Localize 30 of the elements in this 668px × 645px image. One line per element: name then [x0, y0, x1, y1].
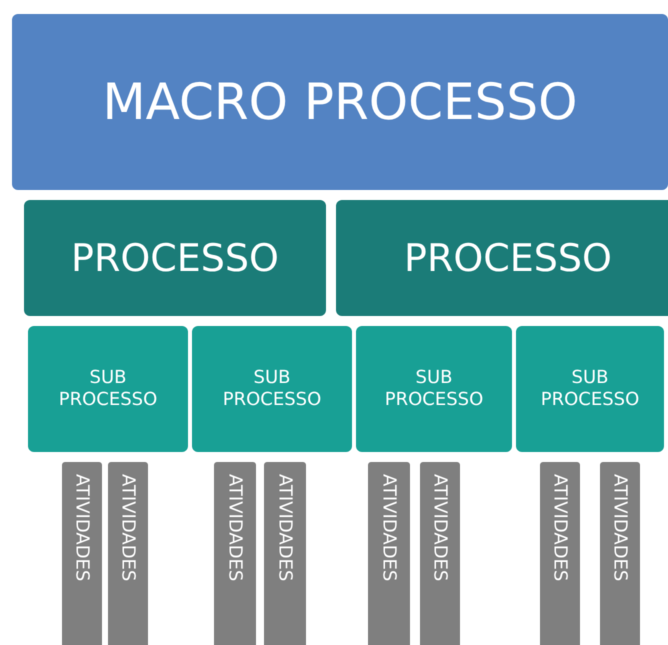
- activity-bar: [264, 462, 306, 645]
- box-title: SUB PROCESSO: [58, 366, 158, 412]
- bar-label: ATIVIDADES: [274, 474, 296, 582]
- bar-label: ATIVIDADES: [610, 474, 630, 582]
- activity-bar: [368, 462, 410, 645]
- subprocess-box: [28, 326, 188, 452]
- subprocess-box: [192, 326, 352, 452]
- activity-bar: [108, 462, 148, 645]
- box-title: PROCESSO: [71, 236, 279, 280]
- activity-bar: [62, 462, 102, 645]
- macro-process-box: [12, 14, 668, 190]
- box-title: SUB PROCESSO: [222, 366, 322, 412]
- bar-label: ATIVIDADES: [224, 474, 246, 582]
- bar-label: ATIVIDADES: [118, 474, 138, 582]
- process-box: [336, 200, 668, 316]
- activity-bar: [540, 462, 580, 645]
- box-title: PROCESSO: [404, 236, 612, 280]
- activity-bar: [600, 462, 640, 645]
- subprocess-box: [516, 326, 664, 452]
- box-title: SUB PROCESSO: [540, 366, 640, 412]
- bar-label: ATIVIDADES: [72, 474, 92, 582]
- activity-bar: [214, 462, 256, 645]
- bar-label: ATIVIDADES: [378, 474, 400, 582]
- subprocess-box: [356, 326, 512, 452]
- bar-label: ATIVIDADES: [430, 474, 450, 582]
- activity-bar: [420, 462, 460, 645]
- box-title: MACRO PROCESSO: [102, 73, 578, 131]
- process-box: [24, 200, 326, 316]
- bar-label: ATIVIDADES: [550, 474, 570, 582]
- box-title: SUB PROCESSO: [384, 366, 484, 412]
